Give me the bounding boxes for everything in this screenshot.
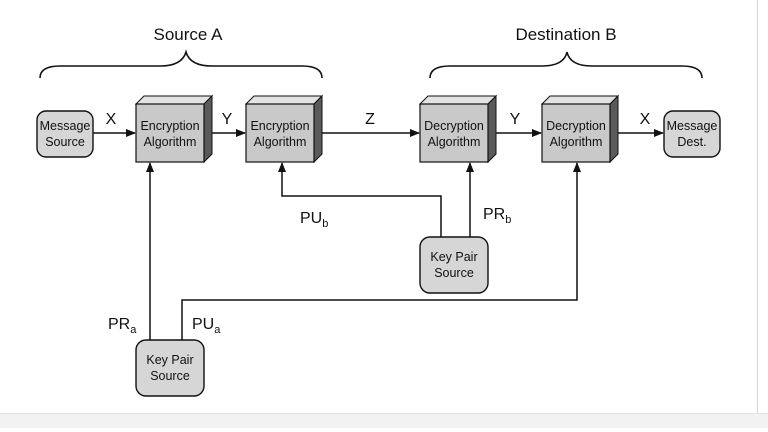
decryption-2-line2: Algorithm (550, 135, 603, 149)
message-dest-line1: Message (667, 119, 718, 133)
arrow-pu-b (278, 162, 442, 237)
label-y-dest: Y (510, 111, 521, 128)
message-source-line2: Source (45, 135, 85, 149)
message-dest-node: Message Dest. (663, 110, 721, 158)
decryption-algorithm-2: Decryption Algorithm (540, 94, 620, 164)
key-pair-source-b: Key Pair Source (419, 236, 489, 294)
message-source-node: Message Source (36, 110, 94, 158)
message-source-line1: Message (40, 119, 91, 133)
decryption-1-line1: Decryption (424, 119, 484, 133)
arrow-pu-a (181, 162, 581, 340)
source-a-label: Source A (154, 25, 224, 44)
encryption-1-line2: Algorithm (144, 135, 197, 149)
destination-b-label: Destination B (515, 25, 616, 44)
key-pair-a-line2: Source (150, 369, 190, 383)
decryption-2-line1: Decryption (546, 119, 606, 133)
label-z: Z (365, 111, 375, 128)
label-x-in: X (106, 111, 117, 128)
label-pu-a: PUa (192, 316, 221, 336)
label-pu-b: PUb (300, 210, 328, 230)
key-pair-b-line2: Source (434, 266, 474, 280)
label-pr-a: PRa (108, 316, 137, 336)
encryption-2-line1: Encryption (250, 119, 309, 133)
label-x-out: X (640, 111, 651, 128)
key-pair-b-line1: Key Pair (430, 250, 477, 264)
source-a-brace (39, 49, 323, 79)
encryption-algorithm-2: Encryption Algorithm (244, 94, 324, 164)
encryption-1-line1: Encryption (140, 119, 199, 133)
decryption-algorithm-1: Decryption Algorithm (418, 94, 498, 164)
key-pair-a-line1: Key Pair (146, 353, 193, 367)
label-y-source: Y (222, 111, 233, 128)
label-pr-b: PRb (483, 206, 511, 226)
destination-b-brace (429, 51, 703, 79)
encryption-algorithm-1: Encryption Algorithm (134, 94, 214, 164)
decryption-1-line2: Algorithm (428, 135, 481, 149)
encryption-2-line2: Algorithm (254, 135, 307, 149)
key-pair-source-a: Key Pair Source (135, 339, 205, 397)
page-bottom-band (0, 413, 768, 428)
message-dest-line2: Dest. (677, 135, 706, 149)
page-right-border (757, 0, 758, 427)
